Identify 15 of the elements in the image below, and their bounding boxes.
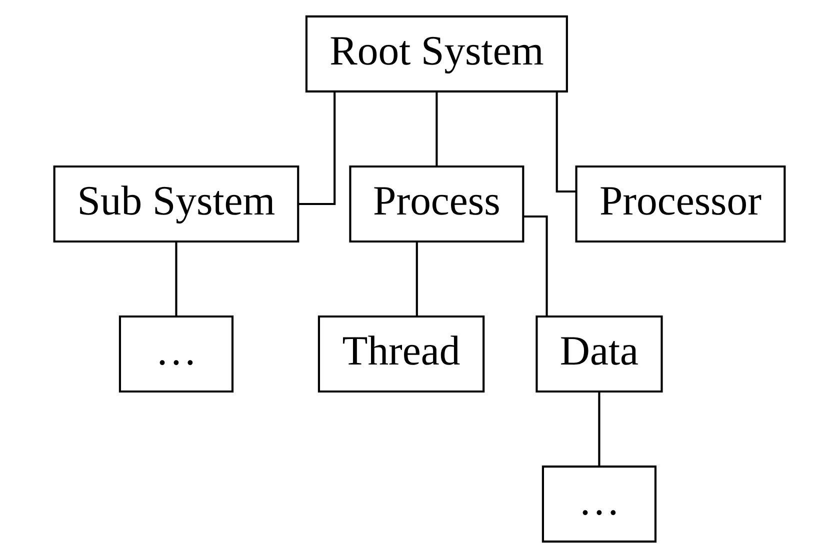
connector — [175, 242, 178, 316]
node-box: Processor — [575, 165, 786, 243]
connector — [436, 92, 438, 166]
node-box: Process — [349, 165, 524, 243]
connector — [523, 215, 548, 316]
node-box: … — [118, 315, 234, 393]
node-box: Thread — [318, 315, 485, 393]
node-box: Sub System — [53, 165, 300, 243]
connector — [598, 392, 600, 466]
node-box: … — [542, 465, 657, 543]
connector — [416, 242, 418, 316]
connector — [556, 92, 576, 193]
node-box: Data — [536, 315, 663, 393]
connector — [298, 92, 336, 206]
node-box: Root System — [305, 15, 568, 93]
